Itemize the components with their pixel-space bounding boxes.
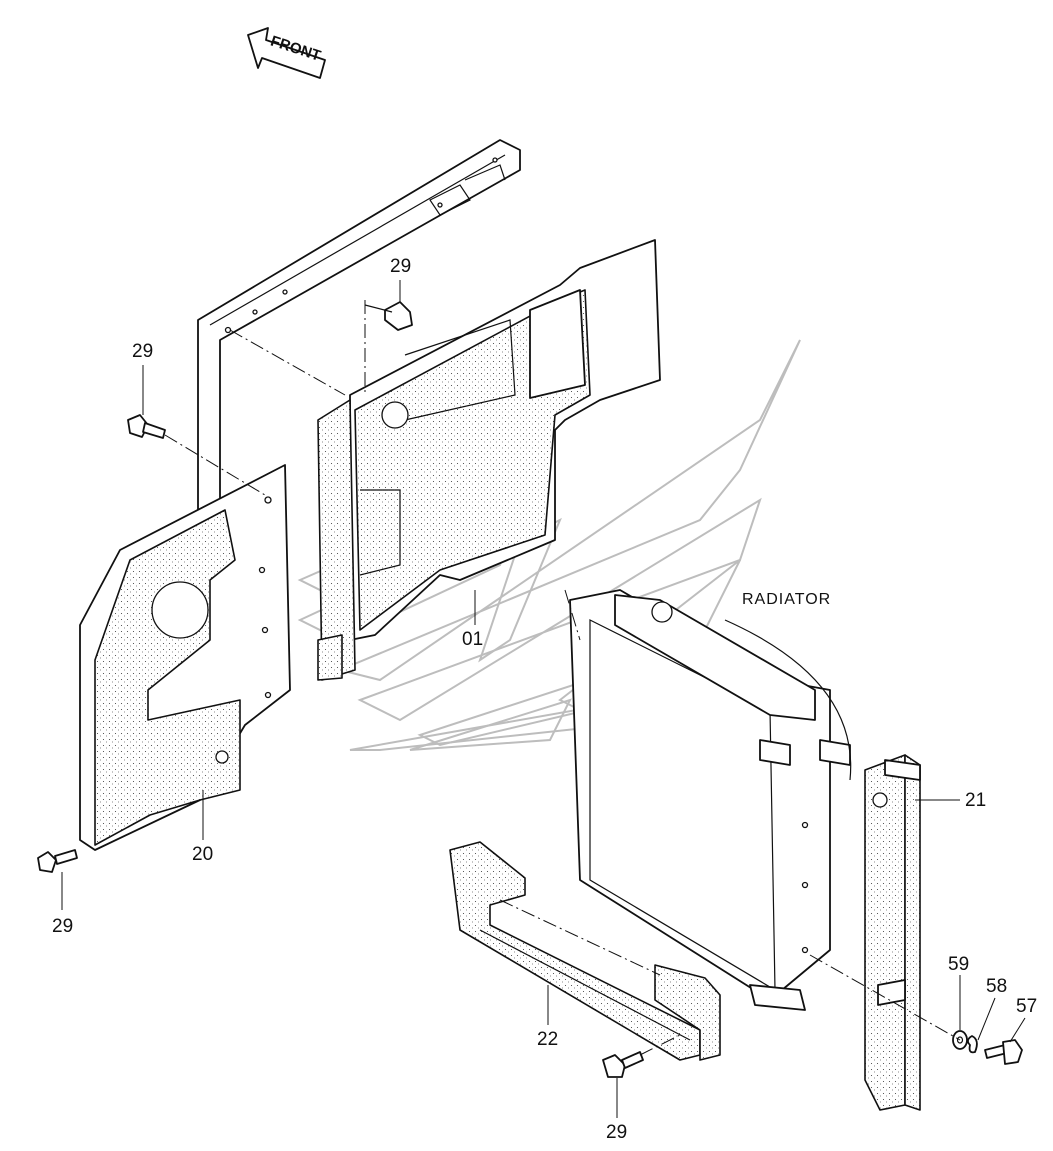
front-arrow: FRONT bbox=[247, 27, 326, 79]
assembly-lines bbox=[164, 300, 961, 1056]
callout-01: 01 bbox=[462, 629, 483, 650]
callout-29-bottom: 29 bbox=[606, 1122, 627, 1143]
radiator-label: RADIATOR bbox=[742, 591, 831, 608]
panel-01 bbox=[317, 239, 661, 681]
callout-57: 57 bbox=[1016, 996, 1037, 1017]
washer-58 bbox=[967, 1035, 978, 1054]
bolt-lower-left bbox=[37, 849, 78, 873]
callout-20: 20 bbox=[192, 844, 213, 865]
callout-22: 22 bbox=[537, 1029, 558, 1050]
callout-29-top: 29 bbox=[390, 256, 411, 277]
panel-20 bbox=[79, 464, 291, 851]
callout-21: 21 bbox=[965, 790, 986, 811]
bolt-bottom bbox=[602, 1051, 644, 1078]
bolt-57 bbox=[984, 1039, 1023, 1065]
callout-59: 59 bbox=[948, 954, 969, 975]
radiator bbox=[569, 589, 852, 1011]
callout-29-lower-left: 29 bbox=[52, 916, 73, 937]
bolt-left bbox=[127, 414, 166, 439]
bolt-top bbox=[364, 301, 413, 331]
callout-58: 58 bbox=[986, 976, 1007, 997]
strip-21 bbox=[864, 754, 921, 1111]
leader-lines bbox=[61, 280, 1026, 1118]
channel-22 bbox=[449, 841, 721, 1061]
callout-29-left: 29 bbox=[132, 341, 153, 362]
